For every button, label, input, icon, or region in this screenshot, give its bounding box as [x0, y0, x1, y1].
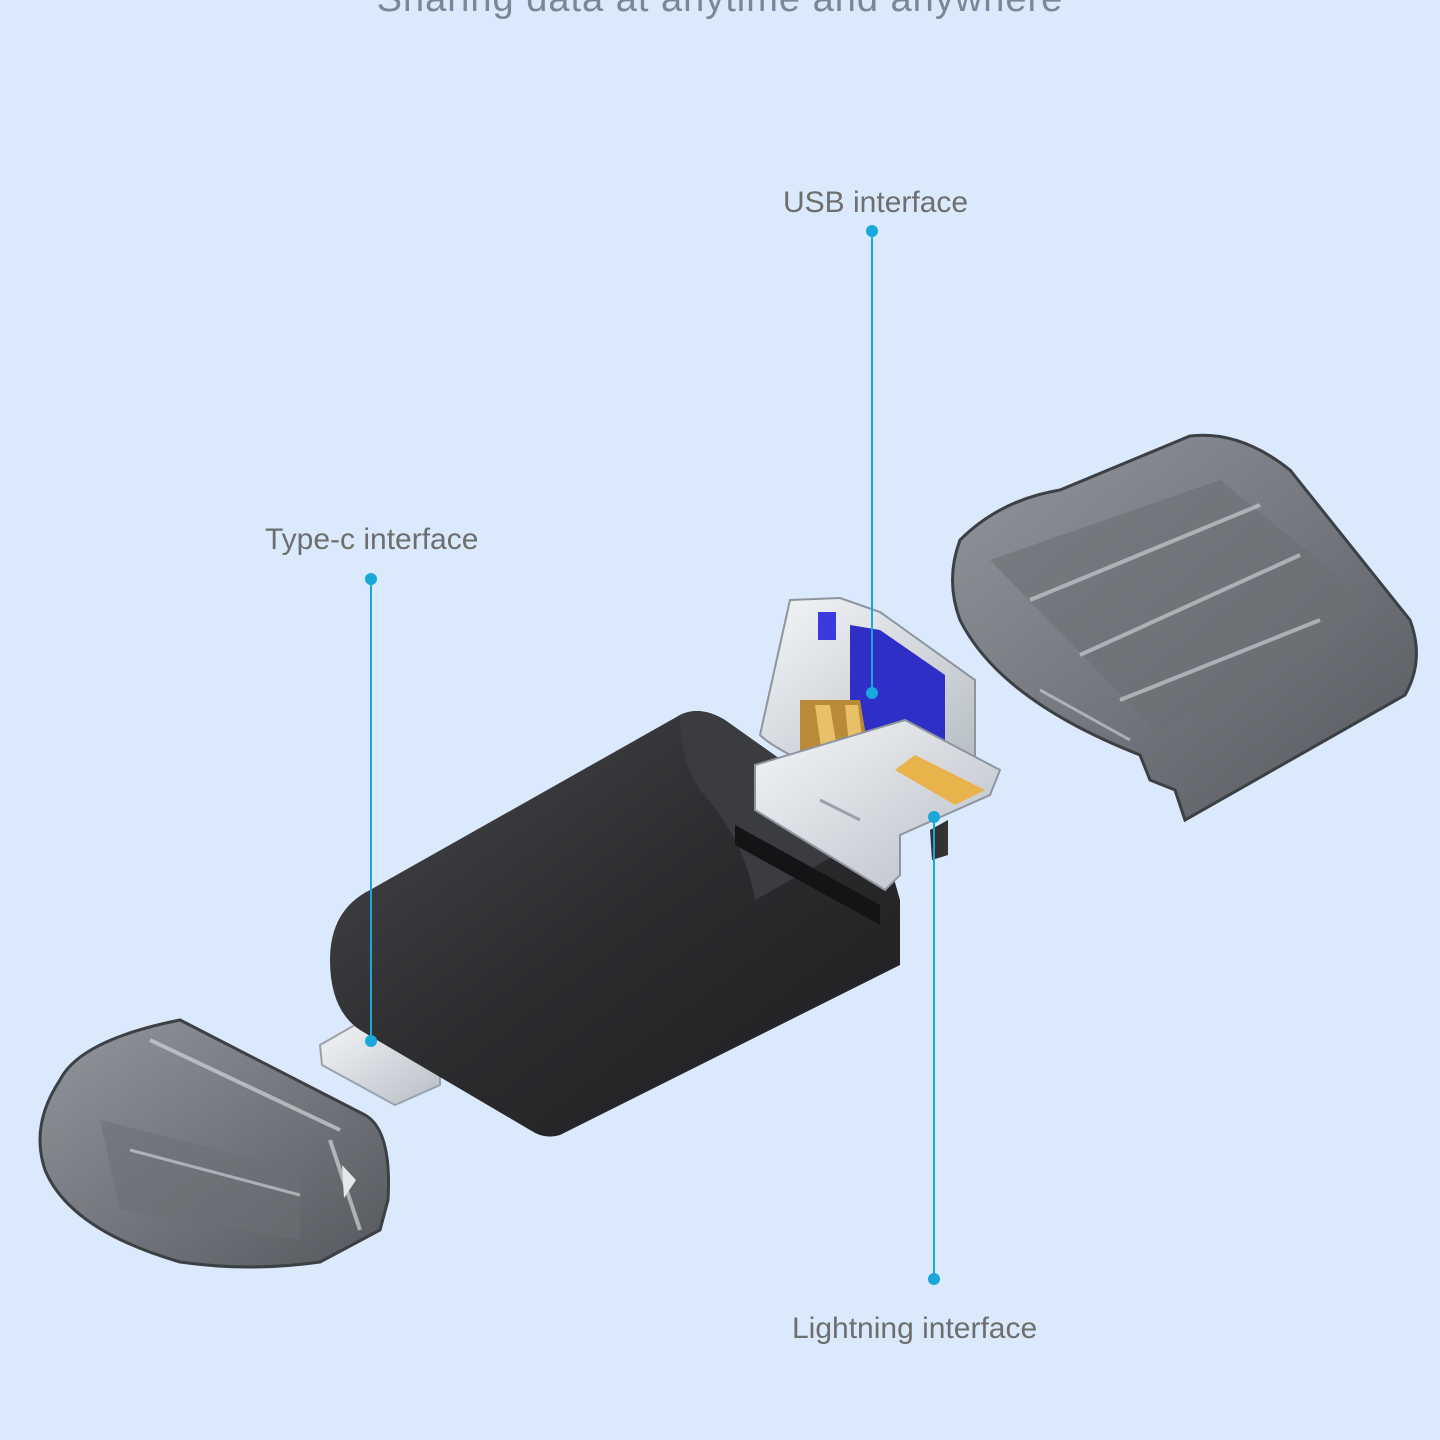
page-headline: Sharing data at anytime and anywhere	[0, 0, 1440, 21]
lightning-interface-label: Lightning interface	[792, 1312, 1038, 1345]
usb-interface-label: USB interface	[783, 186, 969, 219]
type-c-interface-label: Type-c interface	[265, 523, 479, 556]
type-c-cap	[38, 1018, 390, 1269]
lightning-connector	[754, 718, 1002, 892]
callout-type-c	[365, 573, 377, 1047]
callout-usb	[866, 225, 878, 699]
usb-cap	[951, 433, 1418, 823]
callout-lightning	[928, 811, 940, 1285]
